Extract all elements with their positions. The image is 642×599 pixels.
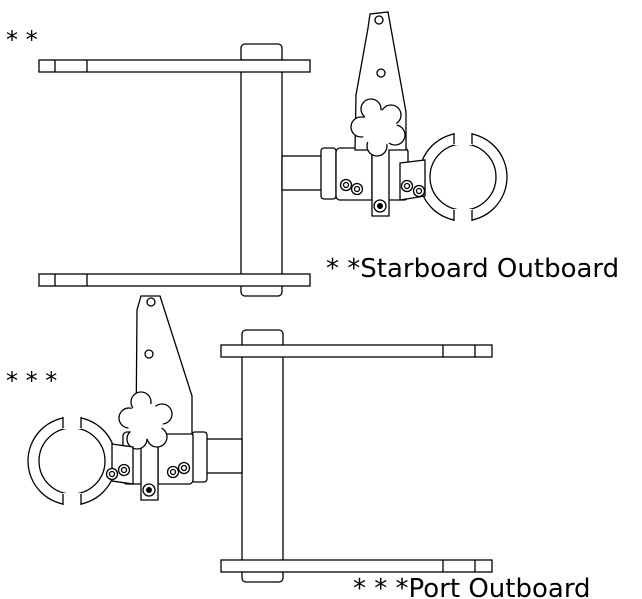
port-bottom-bar [220, 559, 493, 573]
starboard-star-knob [350, 98, 406, 157]
starboard-assembly [38, 11, 508, 297]
port-caption: * * *Port Outboard [353, 574, 591, 599]
starboard-collar [320, 147, 337, 200]
port-marker: * * * [6, 367, 57, 395]
port-vertical-tube [241, 329, 284, 583]
port-assembly [27, 295, 493, 583]
starboard-caption: * *Starboard Outboard [326, 254, 619, 284]
starboard-shaft [281, 155, 323, 191]
starboard-vertical-tube [240, 43, 283, 297]
starboard-bolts [339, 178, 426, 213]
port-bolts [105, 461, 191, 497]
port-star-knob [118, 391, 173, 450]
port-ring-clamp [27, 415, 134, 507]
starboard-top-bar [38, 59, 311, 73]
port-top-bar [220, 344, 493, 358]
port-collar [191, 431, 208, 483]
port-shaft [204, 438, 243, 474]
starboard-ring-clamp [399, 131, 508, 223]
starboard-marker: * * [6, 26, 38, 54]
starboard-bottom-bar [38, 273, 311, 287]
